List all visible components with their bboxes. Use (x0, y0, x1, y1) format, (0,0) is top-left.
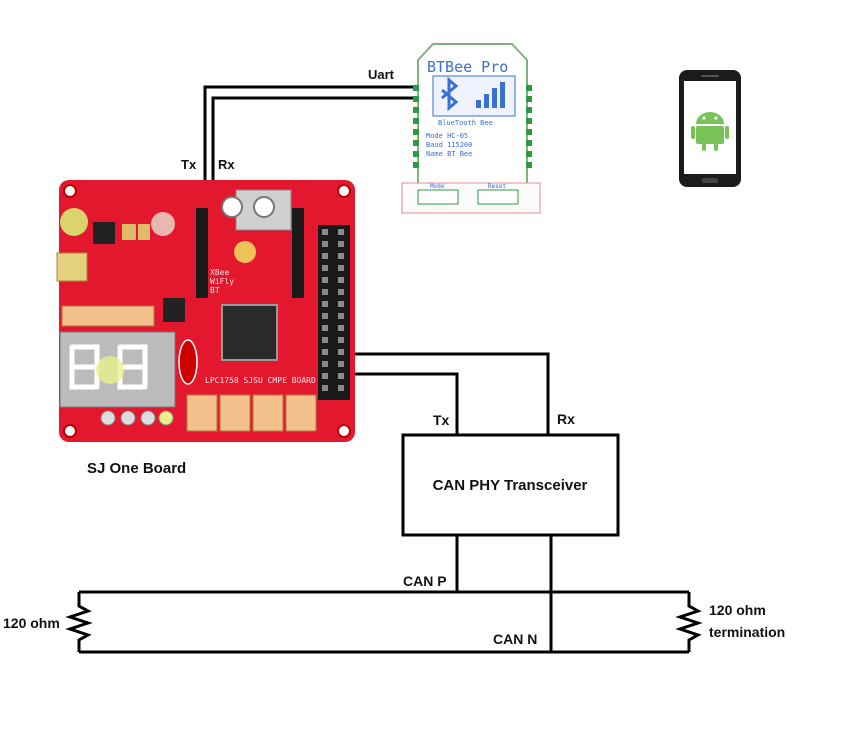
pushbutton-3 (252, 394, 284, 432)
tactile-switch (93, 222, 115, 244)
sj-one-board: XBee WiFly BT LPC1758 SJSU CMPE BOARD (56, 180, 355, 442)
pin-header-pins (322, 229, 344, 391)
label-rx-phy: Rx (557, 411, 575, 427)
can-bus (65, 590, 703, 654)
label-can-p: CAN P (403, 573, 447, 589)
btbee-mode-line1: Mode HC-05 (426, 132, 468, 140)
light-sensor (151, 212, 175, 236)
label-tx-uart: Tx (181, 157, 197, 172)
uart-wire-tx (203, 85, 418, 195)
led (120, 410, 136, 426)
mounting-hole (337, 184, 351, 198)
mounting-hole (63, 184, 77, 198)
termination-resistor-right (675, 592, 703, 652)
signal-bars-icon (476, 82, 505, 108)
termination-resistor-left (65, 592, 93, 652)
usb-connector (56, 252, 88, 282)
label-can-n: CAN N (493, 631, 537, 647)
silk-board-title: LPC1758 SJSU CMPE BOARD (205, 376, 316, 385)
btbee-mode-label: Mode (430, 183, 445, 190)
led (140, 410, 156, 426)
capacitor (122, 224, 136, 240)
bluetooth-icon (441, 76, 459, 112)
xbee-header-left (196, 208, 208, 298)
battery-holder (253, 196, 275, 218)
btbee-reset-label: Reset (488, 183, 506, 190)
led (158, 410, 174, 426)
power-header-strip (61, 305, 155, 327)
btbee-brand: BlueTooth Bee (438, 119, 493, 127)
silk-bt: BT (210, 286, 220, 295)
label-termination-right-1: 120 ohm (709, 602, 766, 618)
pushbutton-2 (219, 394, 251, 432)
crystal-oscillator (178, 339, 198, 385)
btbee-pins (413, 85, 532, 168)
display-led-highlight (96, 356, 124, 384)
mounting-hole (337, 424, 351, 438)
xbee-header-right (292, 208, 304, 298)
btbee-mode-line2: Baud 115200 (426, 141, 472, 149)
btbee-mode-button (417, 189, 459, 205)
battery-holder (221, 196, 243, 218)
btbee-mode-line3: Name BT Bee (426, 150, 472, 158)
pushbutton-1 (186, 394, 218, 432)
btbee-reset-button (477, 189, 519, 205)
btbee-title: BTBee Pro (427, 58, 508, 76)
label-rx-uart: Rx (218, 157, 235, 172)
wire-board-to-phy-tx (355, 372, 459, 435)
rgb-led (60, 208, 88, 236)
silk-wifly: WiFly (210, 277, 234, 286)
mounting-hole (63, 424, 77, 438)
label-tx-phy: Tx (433, 412, 450, 428)
label-termination-right-2: termination (709, 624, 785, 640)
label-sj-one-board: SJ One Board (87, 460, 186, 477)
silk-xbee: XBee (210, 268, 229, 277)
can-phy-transceiver-box (401, 433, 620, 537)
label-uart: Uart (368, 67, 395, 82)
wire-board-to-phy-rx (355, 352, 550, 435)
led (100, 410, 116, 426)
btbee-pro-module: BTBee Pro BlueTooth Bee Mode HC-05 Baud … (401, 43, 541, 214)
lpc1758-mcu (221, 304, 278, 361)
reset-switch (163, 298, 185, 322)
pushbutton-4 (285, 394, 317, 432)
android-logo-icon (691, 112, 729, 151)
capacitor (138, 224, 150, 240)
status-led (234, 241, 256, 263)
label-can-phy-transceiver: CAN PHY Transceiver (433, 477, 588, 494)
label-termination-left: 120 ohm (3, 615, 60, 631)
